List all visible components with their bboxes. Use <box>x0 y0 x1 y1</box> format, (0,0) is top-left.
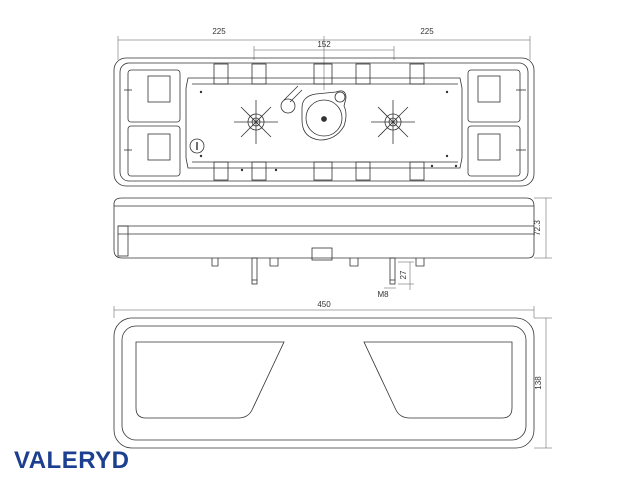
dim-overall-length: 450 <box>317 300 331 309</box>
cable-entry <box>301 90 347 141</box>
central-plate <box>185 77 463 169</box>
side-studs <box>251 257 396 285</box>
front-housing <box>113 317 535 449</box>
left-pocket-lower <box>127 125 181 177</box>
screw-dots <box>199 90 458 172</box>
side-tabs <box>211 247 425 267</box>
dim-top-left: 225 <box>212 27 226 36</box>
ribs <box>213 63 425 181</box>
right-pocket-lower <box>467 125 521 177</box>
dim-top-right: 225 <box>420 27 434 36</box>
dim-top-center: 152 <box>317 40 331 49</box>
dim-front-height: 138 <box>534 376 543 390</box>
left-lens <box>135 341 285 419</box>
vent-symbol <box>189 138 205 154</box>
left-stud-star <box>234 100 278 144</box>
dim-stud-length: 27 <box>399 270 408 279</box>
length-dim-lines <box>113 306 535 318</box>
housing-outline <box>113 57 535 187</box>
front-height-dim-lines <box>534 317 552 449</box>
height-dim-lines <box>534 197 552 259</box>
dim-thread: M8 <box>377 290 389 299</box>
right-lens <box>363 341 513 419</box>
right-pocket-upper <box>467 69 521 123</box>
right-stud-star <box>371 100 415 144</box>
top-view <box>113 36 535 187</box>
vent-plug <box>280 85 303 114</box>
side-view <box>113 197 552 290</box>
dim-height-profile: 72.3 <box>533 220 542 236</box>
front-view <box>113 306 552 449</box>
stud-dim-lines <box>384 261 414 290</box>
brand-logo: VALERYD <box>14 447 130 474</box>
left-pocket-upper <box>127 69 181 123</box>
side-profile <box>113 197 535 259</box>
